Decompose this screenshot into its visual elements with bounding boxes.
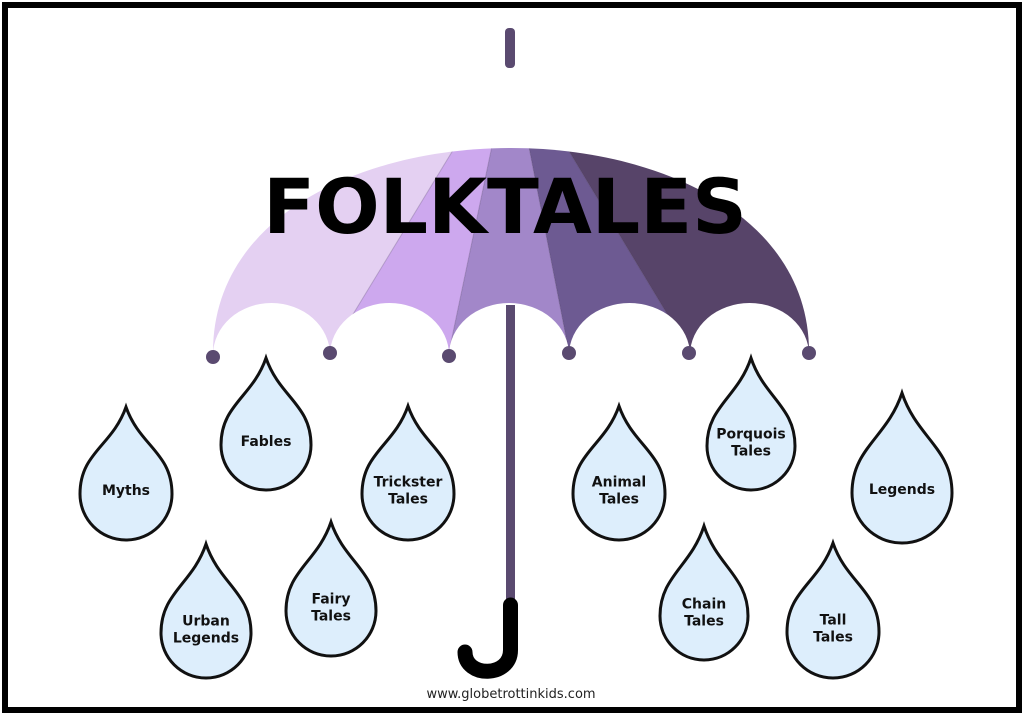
rain-drops: MythsFablesTricksterTalesUrbanLegendsFai… — [78, 353, 954, 680]
canopy-panel-3 — [449, 148, 569, 352]
rain-drop-shape — [284, 517, 378, 658]
rain-drop: Fables — [219, 353, 313, 492]
rain-drop-shape — [159, 539, 253, 680]
umbrella-shaft — [506, 305, 515, 610]
rain-drop: Legends — [850, 388, 954, 545]
rain-drop-shape — [360, 401, 456, 542]
rain-drop-label: Urban — [182, 614, 230, 630]
rain-drop-label: Tall — [820, 613, 847, 629]
website-footer: www.globetrottinkids.com — [426, 687, 595, 702]
rain-drop-label: Tales — [388, 492, 428, 508]
rain-drop-label: Tales — [684, 614, 724, 630]
rain-drop-shape — [705, 353, 797, 492]
rain-drop-label: Trickster — [374, 475, 443, 491]
rain-drop-label: Tales — [813, 630, 853, 646]
rain-drop-label: Porquois — [716, 427, 786, 443]
rain-drop-shape — [571, 401, 667, 542]
rain-drop-shape — [219, 353, 313, 492]
umbrella-handle — [457, 597, 518, 679]
diagram-title: FOLKTALES — [263, 162, 747, 251]
umbrella-tip — [505, 28, 515, 68]
rain-drop-label: Legends — [173, 631, 239, 647]
rain-drop-label: Chain — [682, 597, 726, 613]
rain-drop-label: Myths — [102, 483, 150, 499]
canopy-scallops — [213, 303, 809, 352]
rain-drop-label: Fables — [241, 434, 292, 450]
canopy-panel-2 — [330, 148, 511, 352]
rain-drop-label: Fairy — [311, 592, 350, 608]
rain-drop-label: Tales — [311, 609, 351, 625]
rain-drop-label: Legends — [869, 482, 935, 498]
rib-tips — [206, 346, 816, 364]
rain-drop-label: Animal — [592, 475, 646, 491]
rain-drop-shape — [78, 402, 174, 542]
rain-drop-label: Tales — [599, 492, 639, 508]
rain-drop: Myths — [78, 402, 174, 542]
rain-drop-shape — [658, 521, 750, 662]
rain-drop-label: Tales — [731, 444, 771, 460]
rain-drop-shape — [785, 538, 881, 680]
rain-drop-shape — [850, 388, 954, 545]
